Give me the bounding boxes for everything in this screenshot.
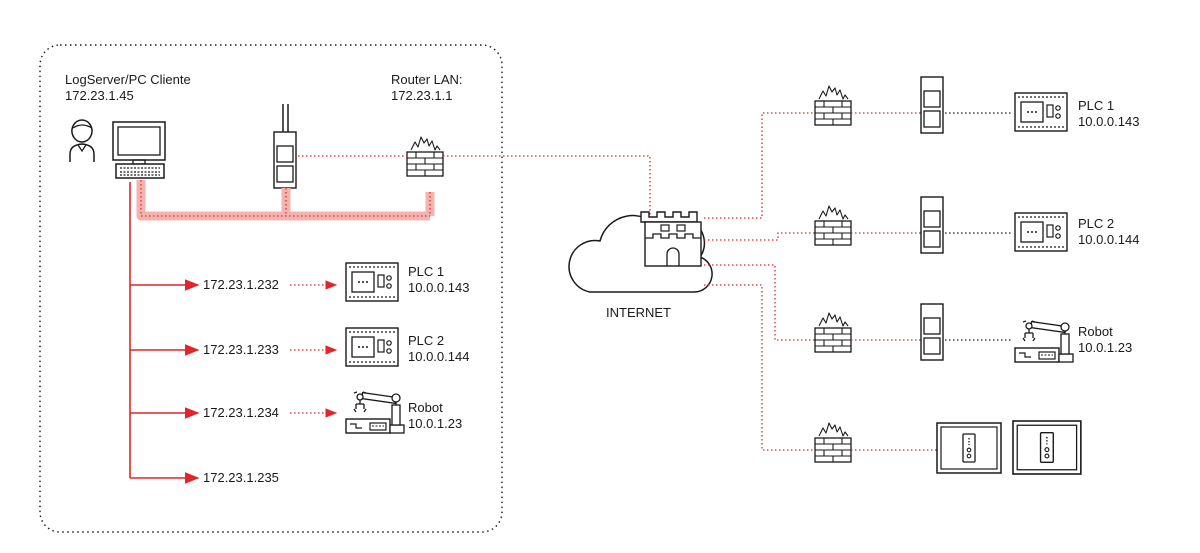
route-ip-3: 172.23.1.234 [203,405,279,420]
remote-device-name: PLC 2 [1078,216,1115,231]
lan-device-ip: 10.0.0.143 [408,280,470,295]
plc-icon [1014,212,1068,252]
firewall-icon [814,85,852,126]
remote-device-label-1: PLC 1 10.0.0.143 [1078,98,1139,130]
wan-link [704,112,815,219]
lan-device-ip: 10.0.1.23 [408,416,463,431]
lan-device-name: Robot [408,400,443,415]
route-arrows [129,182,338,484]
remote-device-ip: 10.0.0.144 [1078,232,1140,247]
lan-device-ip: 10.0.0.144 [408,349,470,364]
lan-device-label-3: Robot 10.0.1.23 [408,400,462,432]
lan-devices [345,262,405,434]
router-tower-icon [920,76,944,134]
firewall-icon [814,312,852,353]
wan-link [704,264,815,341]
user-icon [69,119,95,162]
lan-firewall-icon [406,136,444,177]
computer-icon [112,121,166,179]
lan-device-label-2: PLC 2 10.0.0.144 [408,333,469,365]
server-ip: 172.23.1.45 [65,88,134,103]
robot-icon [345,391,405,434]
router-ip: 172.23.1.1 [391,88,453,103]
remote-sites [704,76,1082,475]
enclosure-icon [936,422,1002,474]
lan-device-name: PLC 2 [408,333,445,348]
enclosure-icon [1012,420,1082,475]
firewall-icon [814,205,852,246]
wan-link [704,284,815,451]
server-name: LogServer/PC Cliente [65,72,191,87]
lan-boundary [39,44,503,533]
lan-device-name: PLC 1 [408,264,445,279]
router-tower-icon [920,303,944,361]
firewall-icon [814,422,852,463]
remote-device-label-2: PLC 2 10.0.0.144 [1078,216,1139,248]
robot-icon [1014,320,1074,363]
route-ip-1: 172.23.1.232 [203,277,279,292]
castle-gateway-icon [640,211,702,267]
route-ip-2: 172.23.1.233 [203,342,279,357]
remote-device-name: PLC 1 [1078,98,1115,113]
remote-device-name: Robot [1078,324,1113,339]
lan-device-label-1: PLC 1 10.0.0.143 [408,264,469,296]
plc-icon [345,262,399,302]
router-label: Router LAN: 172.23.1.1 [391,72,463,104]
wan-link [704,232,815,241]
lan-internet-link [443,155,651,215]
lan-router-icon [273,104,297,189]
router-name: Router LAN: [391,72,463,87]
plc-icon [1014,92,1068,132]
route-ip-4: 172.23.1.235 [203,470,279,485]
plc-icon [345,327,399,367]
remote-device-ip: 10.0.0.143 [1078,114,1140,129]
lan-bus [136,180,435,221]
remote-device-ip: 10.0.1.23 [1078,340,1133,355]
remote-device-label-3: Robot 10.0.1.23 [1078,324,1132,356]
server-label: LogServer/PC Cliente 172.23.1.45 [65,72,191,104]
router-tower-icon [920,196,944,254]
internet-label: INTERNET [606,305,671,320]
